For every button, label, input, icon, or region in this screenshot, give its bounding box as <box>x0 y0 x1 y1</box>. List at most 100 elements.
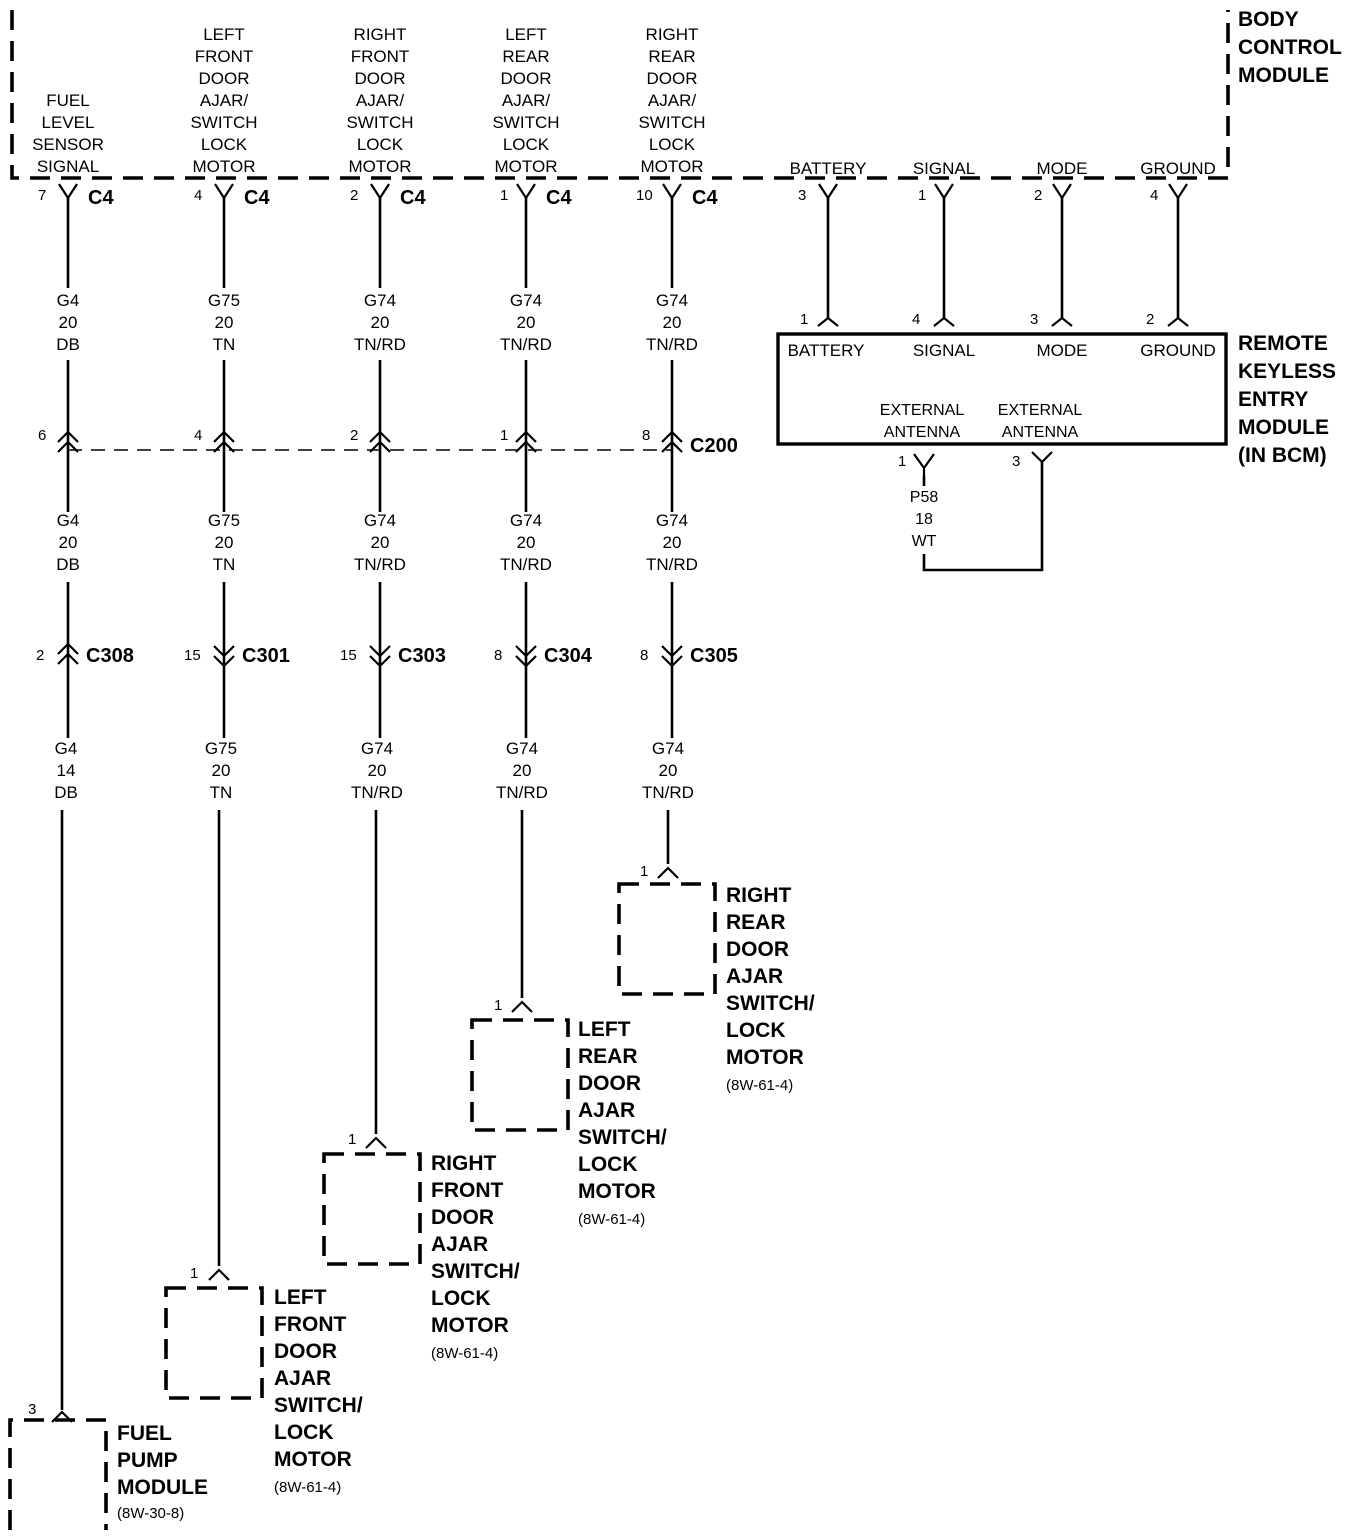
wire-code: 20 <box>663 313 682 332</box>
component-ref: (8W-61-4) <box>726 1077 793 1094</box>
component-right-rear-door: 1 RIGHT REAR DOOR AJAR SWITCH/ LOCK MOTO… <box>617 863 815 1094</box>
pin-number: 4 <box>1150 187 1158 204</box>
component-title: SWITCH/ <box>726 992 815 1015</box>
rke-title: REMOTE KEYLESS ENTRY MODULE (IN BCM) <box>1238 332 1336 467</box>
connector-symbol <box>370 183 390 201</box>
bcm-rke-label: GROUND <box>1140 159 1216 178</box>
wire-code: 20 <box>513 761 532 780</box>
bcm-title-line: BODY <box>1238 8 1299 31</box>
component-title: DOOR <box>726 938 789 961</box>
bcm-input-label: LOCK <box>649 135 696 154</box>
component-title: AJAR <box>431 1233 488 1256</box>
bcm-input-left-front: LEFT FRONT DOOR AJAR/ SWITCH LOCK MOTOR <box>190 25 257 176</box>
bcm-rke-label: MODE <box>1037 159 1088 178</box>
pin-number: 8 <box>640 647 648 664</box>
connector-symbol <box>933 316 955 327</box>
connector-symbol <box>213 430 235 453</box>
connector-symbol <box>657 866 679 879</box>
connector-label: C303 <box>398 645 446 667</box>
connector-label: C4 <box>692 187 718 209</box>
wire-code: 20 <box>371 313 390 332</box>
connector-label: C4 <box>88 187 114 209</box>
component-left-front-door: 1 LEFT FRONT DOOR AJAR SWITCH/ LOCK MOTO… <box>164 1265 363 1496</box>
component-title: PUMP <box>117 1449 178 1472</box>
rke-pin-label: GROUND <box>1140 341 1216 360</box>
rke-title-line: MODULE <box>1238 416 1329 439</box>
component-title: REAR <box>578 1045 638 1068</box>
component-title: LOCK <box>726 1019 786 1042</box>
antenna-label: ANTENNA <box>884 424 961 441</box>
wire-code: G4 <box>55 739 78 758</box>
bcm-input-right-rear: RIGHT REAR DOOR AJAR/ SWITCH LOCK MOTOR <box>638 25 705 176</box>
pin-number: 2 <box>36 647 44 664</box>
connector-symbol <box>913 453 935 476</box>
connector-symbol <box>817 316 839 327</box>
component-title: SWITCH/ <box>274 1394 363 1417</box>
wire-code: G4 <box>57 291 80 310</box>
bcm-input-label: SIGNAL <box>37 157 99 176</box>
bcm-input-label: DOOR <box>199 69 250 88</box>
pin-number: 8 <box>494 647 502 664</box>
pin-number: 1 <box>918 187 926 204</box>
component-title: MOTOR <box>431 1314 509 1337</box>
pin-number: 3 <box>798 187 806 204</box>
component-ref: (8W-61-4) <box>578 1211 645 1228</box>
wire-code: DB <box>54 783 78 802</box>
bcm-rke-label: BATTERY <box>790 159 867 178</box>
wire-code: TN <box>213 335 236 354</box>
connector-label: C304 <box>544 645 593 667</box>
wire-code: G74 <box>364 291 396 310</box>
wire-codes-middle: G4 20 DB G75 20 TN G74 20 TN/RD G74 20 T… <box>56 511 698 574</box>
pin-number: 1 <box>800 311 808 328</box>
bcm-title: BODY CONTROL MODULE <box>1238 8 1342 87</box>
connector-symbol <box>57 430 79 453</box>
component-title: LEFT <box>578 1018 631 1041</box>
wire-code: G74 <box>510 511 542 530</box>
rke-pin-label: SIGNAL <box>913 341 975 360</box>
component-title: SWITCH/ <box>431 1260 520 1283</box>
component-title: AJAR <box>578 1099 635 1122</box>
component-title: LOCK <box>274 1421 334 1444</box>
bcm-input-label: FUEL <box>46 91 89 110</box>
wire-code: 20 <box>663 533 682 552</box>
wire-code: TN/RD <box>646 555 698 574</box>
pin-number: 2 <box>350 427 358 444</box>
component-box <box>8 1418 108 1530</box>
component-box <box>164 1286 264 1400</box>
rke-pin-label: MODE <box>1037 341 1088 360</box>
wire-code: WT <box>912 533 937 550</box>
wire-code: 20 <box>371 533 390 552</box>
wire-code: DB <box>56 335 80 354</box>
bcm-input-labels: FUEL LEVEL SENSOR SIGNAL LEFT FRONT DOOR… <box>32 25 1216 178</box>
bcm-input-label: FRONT <box>195 47 254 66</box>
pin-number: 3 <box>1030 311 1038 328</box>
pin-number: 1 <box>348 1131 356 1148</box>
bcm-input-label: SWITCH <box>492 113 559 132</box>
component-title: DOOR <box>274 1340 337 1363</box>
c4-labels: 7 C4 4 C4 2 C4 1 C4 10 C4 3 1 2 4 <box>38 187 1158 209</box>
component-fuel-pump-module: 3 FUEL PUMP MODULE (8W-30-8) <box>8 1401 208 1530</box>
bcm-input-label: MOTOR <box>495 157 558 176</box>
connector-label: C4 <box>546 187 572 209</box>
wire-code: G74 <box>506 739 538 758</box>
wire-code: 20 <box>517 533 536 552</box>
component-ref: (8W-30-8) <box>117 1505 184 1522</box>
bcm-input-label: REAR <box>502 47 549 66</box>
component-left-rear-door: 1 LEFT REAR DOOR AJAR SWITCH/ LOCK MOTOR… <box>470 997 667 1228</box>
pin-number: 6 <box>38 427 46 444</box>
wire-code: 20 <box>659 761 678 780</box>
rke-module: 1 4 3 2 BATTERY SIGNAL MODE GROUND EXTER… <box>776 311 1336 554</box>
component-right-front-door: 1 RIGHT FRONT DOOR AJAR SWITCH/ LOCK MOT… <box>322 1131 520 1362</box>
pin-number: 2 <box>1146 311 1154 328</box>
component-title: FUEL <box>117 1422 172 1445</box>
pin-number: 7 <box>38 187 46 204</box>
component-title: DOOR <box>431 1206 494 1229</box>
wire-code: G4 <box>57 511 80 530</box>
wire-code: G74 <box>656 511 688 530</box>
pin-number: 1 <box>494 997 502 1014</box>
pin-number: 3 <box>28 1401 36 1418</box>
connector-symbol <box>369 645 391 668</box>
connector-label: C308 <box>86 645 134 667</box>
bcm-input-label: SWITCH <box>346 113 413 132</box>
bcm-input-label: DOOR <box>355 69 406 88</box>
